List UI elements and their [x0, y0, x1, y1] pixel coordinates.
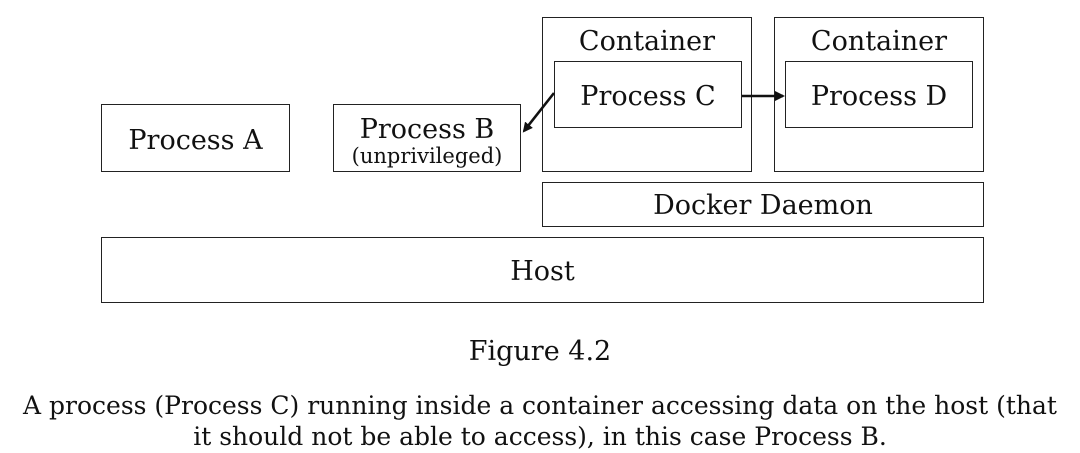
- caption-line-1: A process (Process C) running inside a c…: [23, 391, 1057, 420]
- process-b-label: Process B: [359, 114, 495, 145]
- process-a-box: Process A: [101, 104, 290, 172]
- process-b-box: Process B (unprivileged): [333, 104, 521, 172]
- process-c-box: Process C: [554, 61, 742, 128]
- container-left-label: Container: [578, 26, 716, 57]
- host-label: Host: [510, 256, 575, 287]
- process-d-label: Process D: [810, 81, 948, 112]
- process-c-label: Process C: [580, 81, 716, 112]
- process-b-note: (unprivileged): [351, 144, 503, 168]
- process-a-label: Process A: [128, 125, 263, 156]
- host-box: Host: [101, 237, 984, 303]
- process-d-box: Process D: [785, 61, 973, 128]
- container-right-label: Container: [810, 26, 948, 57]
- docker-daemon-box: Docker Daemon: [542, 182, 984, 227]
- figure-title: Figure 4.2: [468, 336, 612, 367]
- docker-daemon-label: Docker Daemon: [653, 190, 873, 221]
- caption-line-2: it should not be able to access), in thi…: [193, 422, 887, 451]
